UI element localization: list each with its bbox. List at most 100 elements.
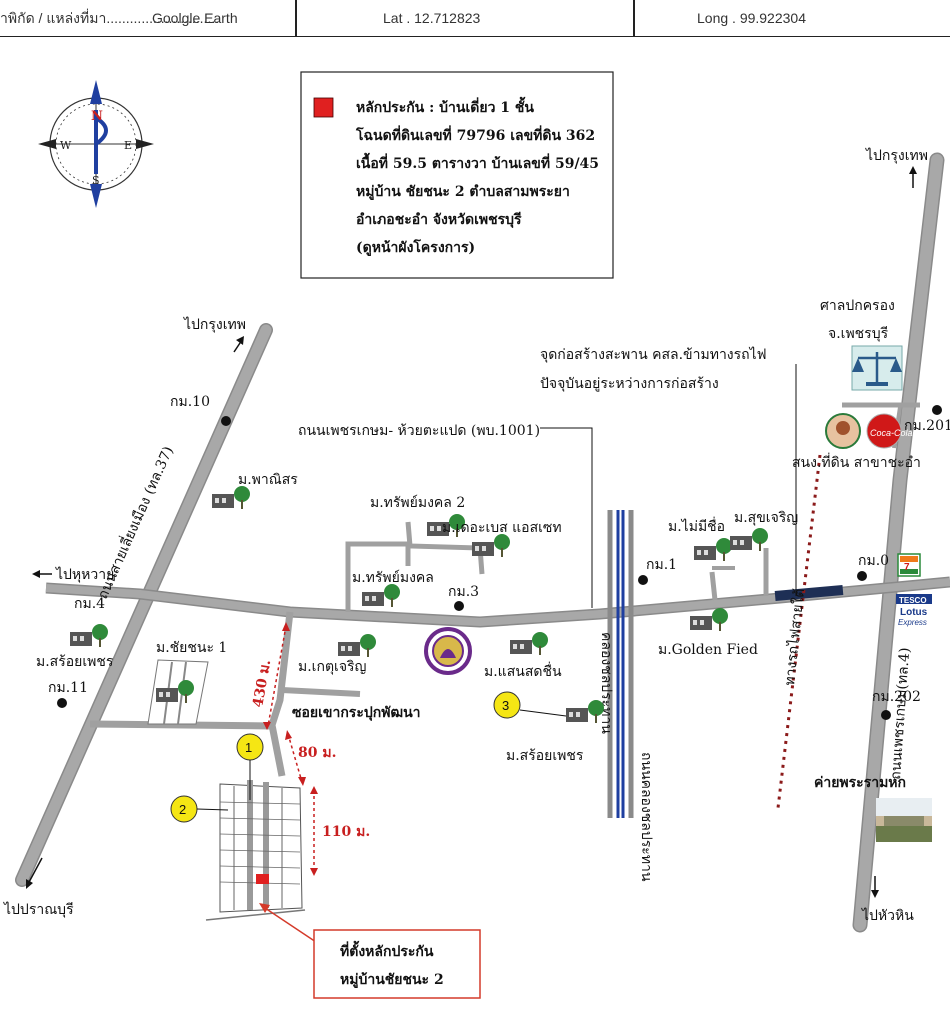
- land-office-icons: Coca-Cola: [825, 413, 913, 449]
- svg-text:กม.201: กม.201: [904, 418, 950, 434]
- village-label: ม.เดอะเบส แอสเซท: [442, 520, 562, 536]
- village-house-icon: [70, 624, 108, 647]
- header-divider: [295, 0, 297, 36]
- info-line: เนื้อที่ 59.5 ตารางวา บ้านเลขที่ 59/45: [356, 152, 599, 172]
- land-office-label: สนง.ที่ดิน สาขาชะอำ: [792, 453, 921, 471]
- collateral-marker-icon: [313, 97, 334, 118]
- marker-3: 3: [493, 691, 567, 719]
- village-label: ม.ทรัพย์มงคล 2: [370, 494, 465, 511]
- village-house-icon: [362, 584, 400, 607]
- callout-line: หมู่บ้านชัยชนะ 2: [340, 972, 444, 988]
- svg-text:กม.1: กม.1: [646, 557, 677, 573]
- svg-text:Lotus: Lotus: [900, 607, 928, 618]
- village-label: ม.สร้อยเพชร: [36, 654, 114, 670]
- seven-eleven-icon: 7: [897, 553, 921, 577]
- camp-label: ค่ายพระรามหก: [814, 775, 906, 791]
- info-line: อำเภอชะอำ จังหวัดเพชรบุรี: [356, 212, 522, 228]
- svg-text:กม.10: กม.10: [170, 394, 210, 410]
- village-label: ม.Golden Fied: [658, 642, 758, 658]
- arrow-up-icon: [909, 166, 917, 188]
- village-house-icon: [730, 528, 768, 551]
- irrigation-canal: [607, 510, 634, 818]
- village-house-icon: [338, 634, 376, 657]
- source-value: Goolgle Earth: [152, 10, 238, 26]
- km-marker: กม.0: [857, 553, 889, 581]
- village-house-icon: [472, 534, 510, 557]
- soi-khaokrapuk: [268, 611, 294, 777]
- svg-text:กม.3: กม.3: [448, 584, 479, 600]
- village-label: ม.พาณิสร: [238, 472, 298, 488]
- village-house-icon: [694, 538, 732, 561]
- village-label: ม.ทรัพย์มงคล: [352, 569, 434, 586]
- direction-label: ไปกรุงเทพ: [183, 316, 246, 333]
- collateral-location-callout: ที่ตั้งหลักประกัน หมู่บ้านชัยชนะ 2: [259, 903, 481, 999]
- marker-2: 2: [170, 795, 229, 823]
- arrow-left-icon: [32, 570, 52, 578]
- road1001-label: ถนนเพชรเกษม- ห้วยตะแปด (พบ.1001): [298, 423, 540, 439]
- header-divider: [633, 0, 635, 36]
- village-house-icon: [510, 632, 548, 655]
- village-house-icon: [212, 486, 250, 509]
- court-subtitle: จ.เพชรบุรี: [828, 326, 889, 342]
- marker-1: 1: [236, 733, 264, 800]
- village-label: ม.สุขเจริญ: [734, 510, 798, 526]
- collateral-plot-marker: [256, 874, 269, 884]
- km-marker: กม.11: [48, 680, 88, 708]
- svg-text:110 ม.: 110 ม.: [322, 824, 370, 840]
- compass-w-label: W: [60, 139, 72, 152]
- svg-text:2: 2: [179, 802, 186, 817]
- bridge-note: จุดก่อสร้างสะพาน คสล.ข้ามทางรถไฟ: [540, 346, 767, 363]
- road37-label: ถนนสายเลี่ยงเมือง (ทล.37): [93, 443, 177, 601]
- svg-text:กม.11: กม.11: [48, 680, 88, 696]
- svg-text:3: 3: [502, 698, 509, 713]
- road1001-leader: [540, 427, 593, 608]
- court-scales-icon: [851, 345, 903, 391]
- village-label: ม.สร้อยเพชร: [506, 748, 584, 764]
- village-label: ม.ไม่มีชื่อ: [668, 517, 725, 535]
- compass-n-label: N: [91, 109, 103, 124]
- compass-rose-icon: N S W E: [38, 80, 154, 208]
- village-house-icon: [566, 700, 604, 723]
- railway-line: [776, 454, 822, 809]
- latitude-value: Lat . 12.712823: [383, 10, 481, 26]
- direction-label: ไปกรุงเทพ: [865, 147, 928, 164]
- svg-text:กม.4: กม.4: [74, 596, 105, 612]
- collateral-info-box: หลักประกัน : บ้านเดี่ยว 1 ชั้น โฉนดที่ดิ…: [300, 71, 614, 279]
- km-marker: กม.3: [448, 584, 479, 611]
- arrow-up-right-icon: [233, 336, 244, 353]
- km-marker: กม.10: [170, 394, 231, 426]
- village-label: ม.แสนสดชื่น: [484, 662, 562, 680]
- svg-text:กม.202: กม.202: [872, 689, 921, 705]
- seal-icon: [424, 627, 472, 675]
- chaichana2-plan: [205, 780, 306, 921]
- village-house-icon: [690, 608, 728, 631]
- svg-text:80 ม.: 80 ม.: [298, 745, 336, 761]
- direction-label: ไปหุหวาย: [55, 566, 114, 583]
- km-marker: กม.1: [638, 557, 677, 585]
- km-marker: กม.202: [872, 689, 921, 720]
- callout-line: ที่ตั้งหลักประกัน: [340, 940, 434, 960]
- village-icons: [70, 486, 768, 723]
- tesco-lotus-logo: TESCO Lotus Express: [896, 594, 932, 627]
- svg-text:Express: Express: [898, 618, 927, 627]
- village-label: ม.เกตุเจริญ: [298, 659, 367, 675]
- bridge-segment: [774, 585, 844, 601]
- distance-110: 110 ม.: [310, 786, 370, 876]
- info-line: หลักประกัน : บ้านเดี่ยว 1 ชั้น: [356, 96, 534, 116]
- svg-text:430 ม.: 430 ม.: [250, 658, 274, 708]
- soi-label: ซอยเขากระปุกพัฒนา: [292, 705, 421, 721]
- svg-text:7: 7: [904, 562, 910, 573]
- coordinate-header: ำพิกัด / แหล่งที่มา.....................…: [0, 0, 950, 37]
- distance-80: 80 ม.: [285, 730, 336, 786]
- direction-label: ไปหัวหิน: [861, 907, 914, 924]
- svg-text:กม.0: กม.0: [858, 553, 889, 569]
- km-marker: กม.4: [74, 596, 105, 612]
- camp-photo: [876, 798, 932, 842]
- info-line: (ดูหน้าผังโครงการ): [356, 238, 475, 256]
- arrow-down-icon: [871, 876, 879, 898]
- info-line: หมู่บ้าน ชัยชนะ 2 ตำบลสามพระยา: [356, 184, 570, 200]
- svg-text:1: 1: [245, 740, 252, 755]
- arrow-down-left-icon: [26, 857, 43, 889]
- bridge-note: ปัจจุบันอยู่ระหว่างการก่อสร้าง: [540, 376, 719, 392]
